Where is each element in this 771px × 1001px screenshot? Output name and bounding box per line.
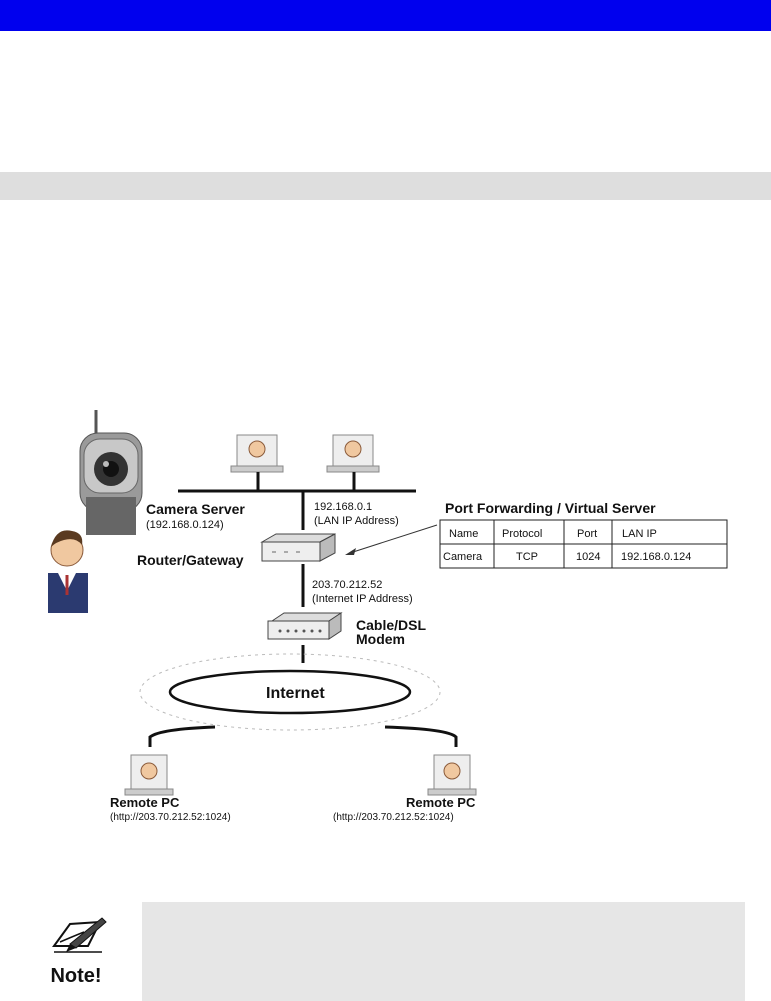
- router-icon: [260, 533, 336, 562]
- port-forward-arrow: [345, 524, 438, 555]
- lan-pc-left-icon: [230, 434, 284, 473]
- user-person-icon: [48, 530, 88, 613]
- camera-icon: [79, 410, 143, 535]
- remote-link-right: [384, 725, 458, 747]
- note-box: [142, 902, 745, 1001]
- table-cell-protocol: TCP: [516, 551, 538, 563]
- remote-pc-right-label: Remote PC: [406, 795, 476, 810]
- remote-pc-left-url: (http://203.70.212.52:1024): [110, 812, 231, 823]
- remote-pc-left-icon: [124, 754, 174, 796]
- modem-label-line1: Cable/DSL: [356, 617, 426, 633]
- table-header-lan-ip: LAN IP: [622, 528, 657, 540]
- remote-pc-right-url: (http://203.70.212.52:1024): [333, 812, 454, 823]
- remote-pc-right-icon: [427, 754, 477, 796]
- router-gateway-label: Router/Gateway: [137, 552, 244, 568]
- lan-pc-right-icon: [326, 434, 380, 473]
- camera-server-title: Camera Server: [146, 501, 245, 517]
- internet-ip: 203.70.212.52: [312, 579, 382, 591]
- router-lan-note: (LAN IP Address): [314, 515, 399, 527]
- table-cell-port: 1024: [576, 551, 600, 563]
- table-header-name: Name: [449, 528, 478, 540]
- internet-cloud-icon: [139, 653, 441, 731]
- top-header-bar: [0, 0, 771, 31]
- port-forwarding-table: [439, 519, 728, 569]
- camera-server-ip: (192.168.0.124): [146, 519, 224, 531]
- modem-label-line2: Modem: [356, 631, 405, 647]
- table-cell-lan-ip: 192.168.0.124: [621, 551, 691, 563]
- section-header-bar: [0, 172, 771, 200]
- note-pencil-icon: Note!: [50, 917, 107, 987]
- network-diagram: Camera Server (192.168.0.124) 192.168.0.…: [48, 410, 728, 823]
- modem-icon: [267, 612, 343, 640]
- lan-bus-lines: [178, 472, 416, 530]
- internet-label: Internet: [266, 685, 325, 702]
- port-forwarding-title: Port Forwarding / Virtual Server: [445, 500, 656, 516]
- table-header-port: Port: [577, 528, 597, 540]
- remote-link-left: [148, 725, 216, 747]
- note-label: Note!: [50, 965, 101, 987]
- internet-ip-note: (Internet IP Address): [312, 593, 413, 605]
- table-header-protocol: Protocol: [502, 528, 542, 540]
- router-lan-ip: 192.168.0.1: [314, 501, 372, 513]
- table-cell-name: Camera: [443, 551, 483, 563]
- remote-pc-left-label: Remote PC: [110, 795, 180, 810]
